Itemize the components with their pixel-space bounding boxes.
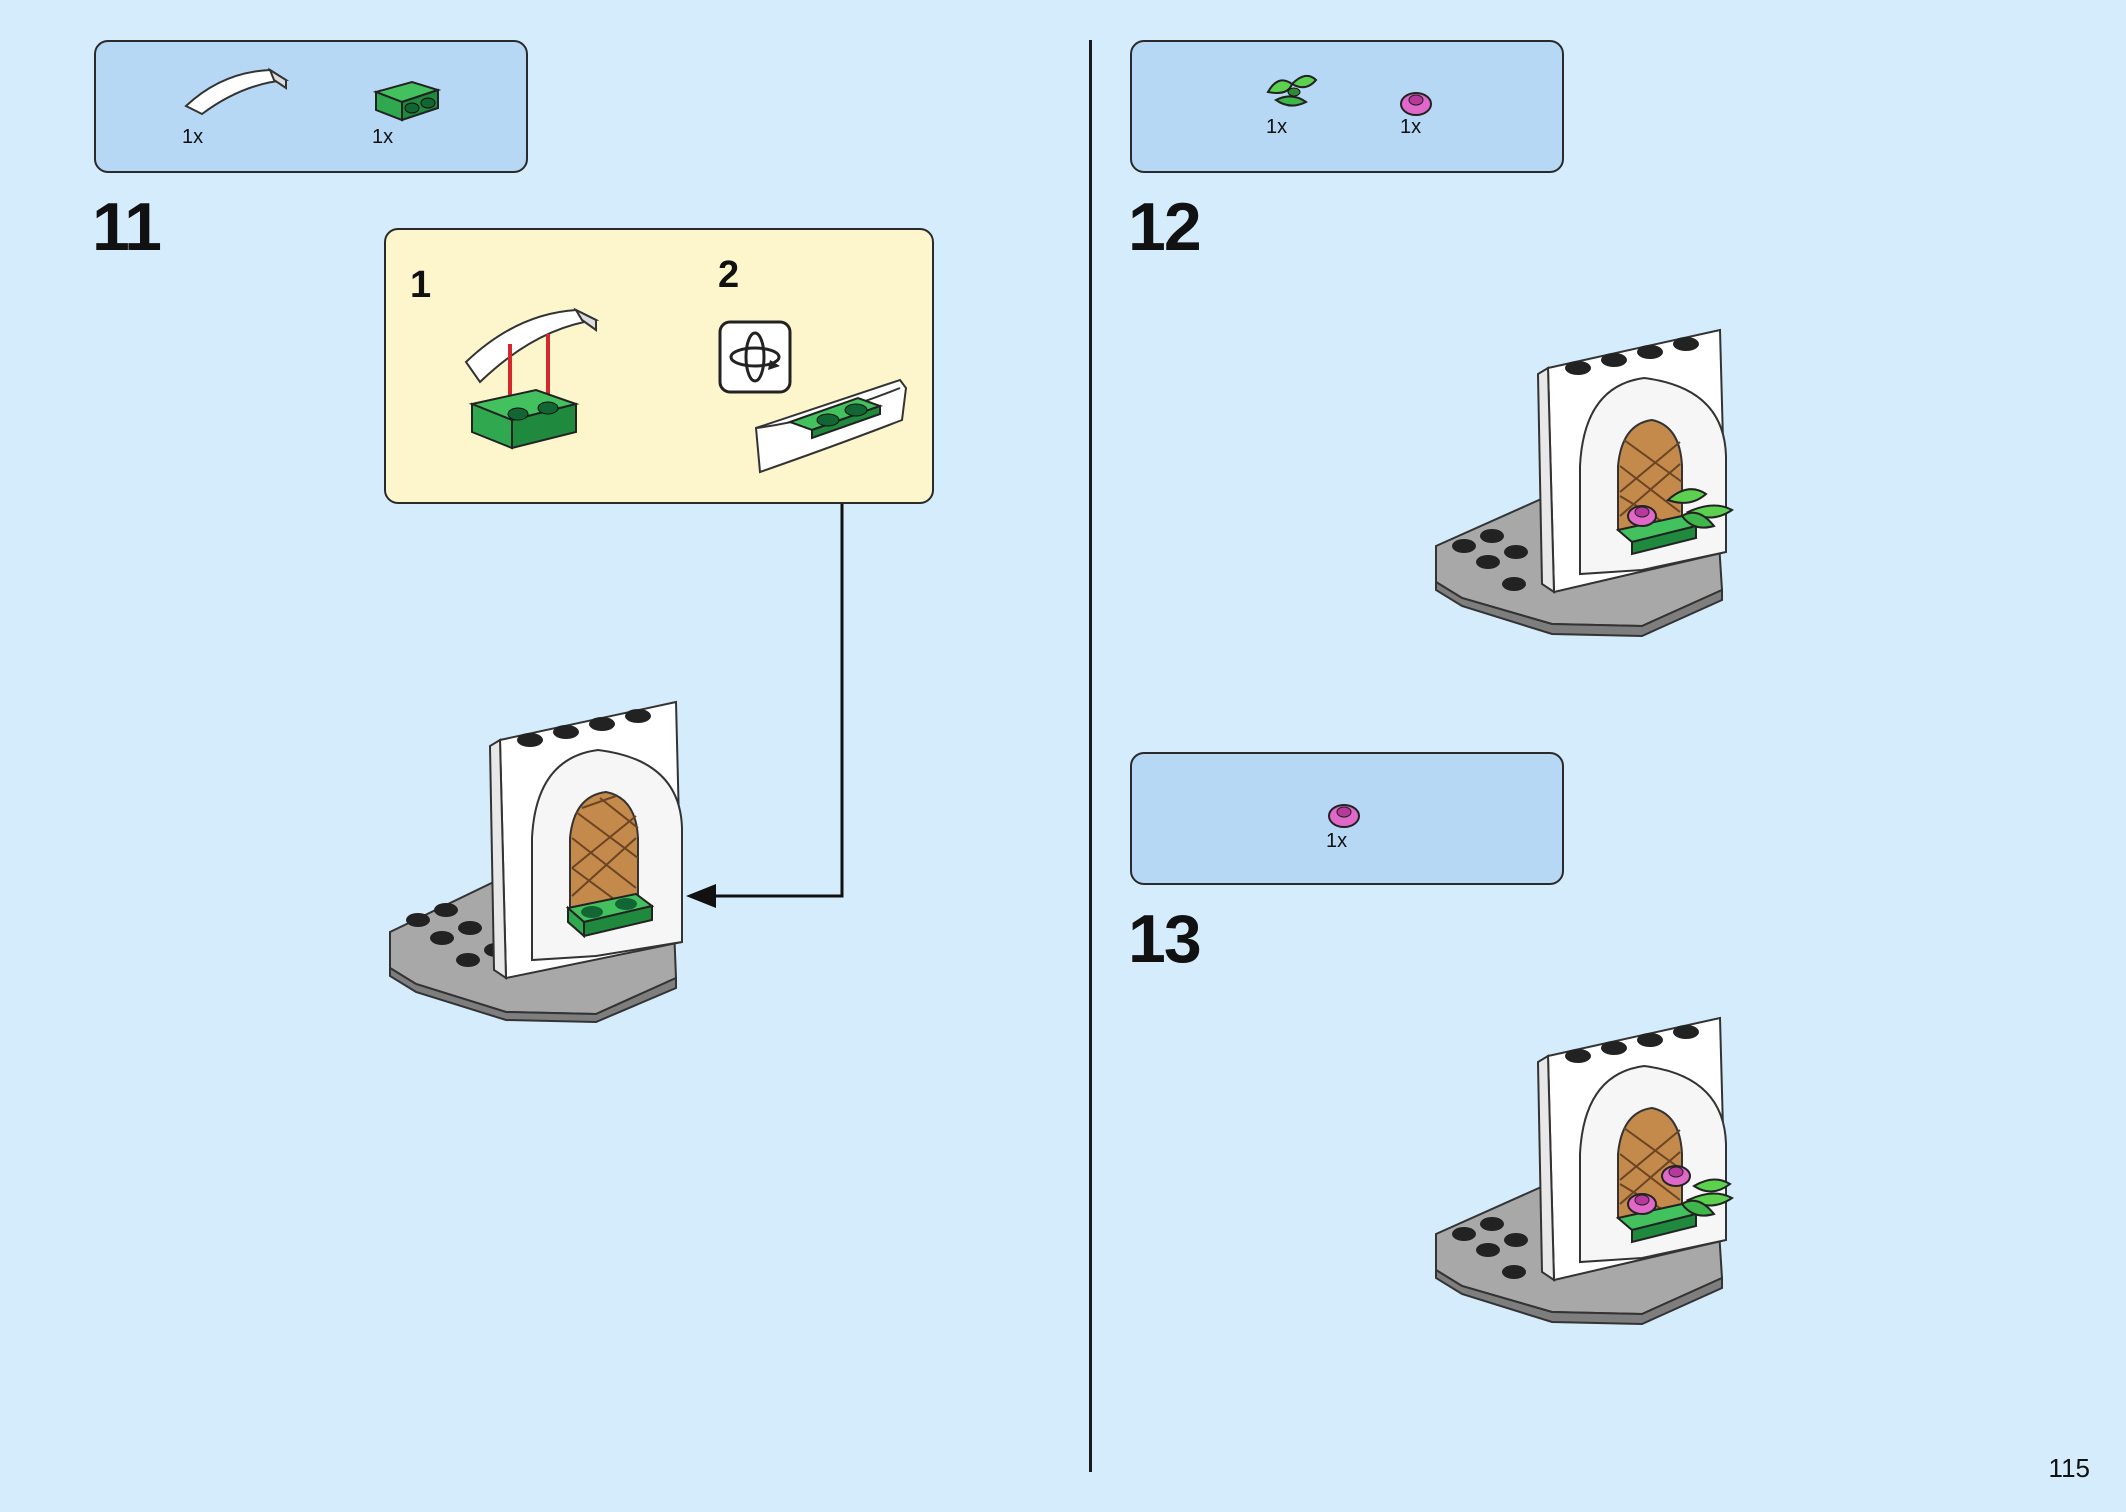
step-number-11: 11	[92, 189, 162, 265]
rotate-icon	[718, 320, 792, 394]
substep-2-illustration	[754, 378, 908, 474]
part-qty: 1x	[182, 126, 204, 148]
part-qty: 1x	[1266, 116, 1288, 138]
substep-number: 1	[410, 264, 432, 306]
model-step-12	[1435, 328, 1734, 638]
page-number: 115	[2048, 1453, 2090, 1483]
parts-callout-step-11: 1x 1x	[94, 40, 528, 173]
parts-callout-step-13: 1x	[1130, 752, 1564, 885]
parts-callout-step-12: 1x 1x	[1130, 40, 1564, 173]
step-number-12: 12	[1128, 189, 1202, 265]
substep-1-illustration	[464, 307, 600, 450]
step-number-13: 13	[1128, 901, 1202, 977]
pink-flower-part	[1400, 92, 1432, 116]
model-step-13	[1435, 1016, 1734, 1326]
substep-callout: 1 2	[384, 228, 934, 504]
green-leaves-part	[1266, 74, 1318, 107]
green-bracket-part	[372, 80, 442, 122]
model-step-11	[389, 700, 684, 1024]
pink-flower-part	[1328, 804, 1360, 828]
page-divider	[1089, 40, 1092, 1472]
part-qty: 1x	[372, 126, 394, 148]
part-qty: 1x	[1326, 830, 1348, 852]
white-curved-slope-part	[184, 67, 290, 116]
substep-number: 2	[718, 254, 740, 296]
part-qty: 1x	[1400, 116, 1422, 138]
